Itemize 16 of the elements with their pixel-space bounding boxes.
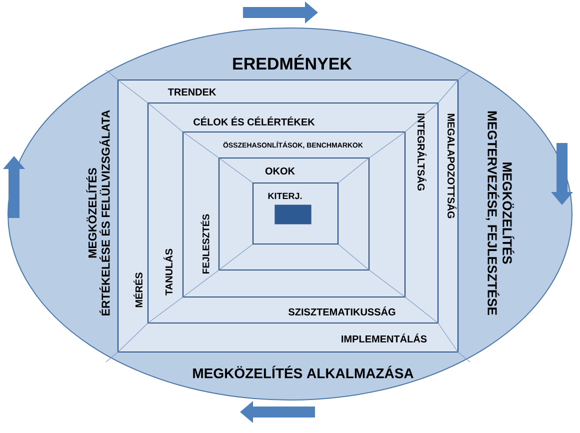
section-label: IMPLEMENTÁLÁS bbox=[342, 334, 427, 342]
section-label: SZISZTEMATIKUSSÁG bbox=[288, 306, 396, 316]
section-label: EREDMÉNYEK bbox=[233, 54, 352, 70]
section-label: MEGKÖZELÍTÉS MEGTERVEZÉSE, FEJLESZTÉSE bbox=[486, 111, 514, 315]
section-label: MEGKÖZELÍTÉS ÉRTÉKELÉSE ÉS FELÜLVIZSGÁLATA bbox=[86, 110, 110, 316]
section-label: KITERJ. bbox=[268, 192, 302, 200]
filled-box bbox=[274, 204, 312, 224]
section-label: MÉRÉS bbox=[134, 272, 142, 308]
section-label: MEGALAPOZOTTSÁG bbox=[448, 114, 456, 218]
section-label: INTEGRÁLTSÁG bbox=[418, 114, 426, 190]
section-label: OKOK bbox=[265, 167, 295, 175]
section-label: TANULÁS bbox=[164, 248, 172, 296]
section-label: MEGKÖZELÍTÉS ALKALMAZÁSA bbox=[193, 366, 414, 378]
section-label: CÉLOK ÉS CÉLÉRTÉKEK bbox=[194, 116, 315, 126]
section-label: FEJLESZTÉS bbox=[200, 214, 210, 274]
section-label: TRENDEK bbox=[168, 88, 216, 96]
